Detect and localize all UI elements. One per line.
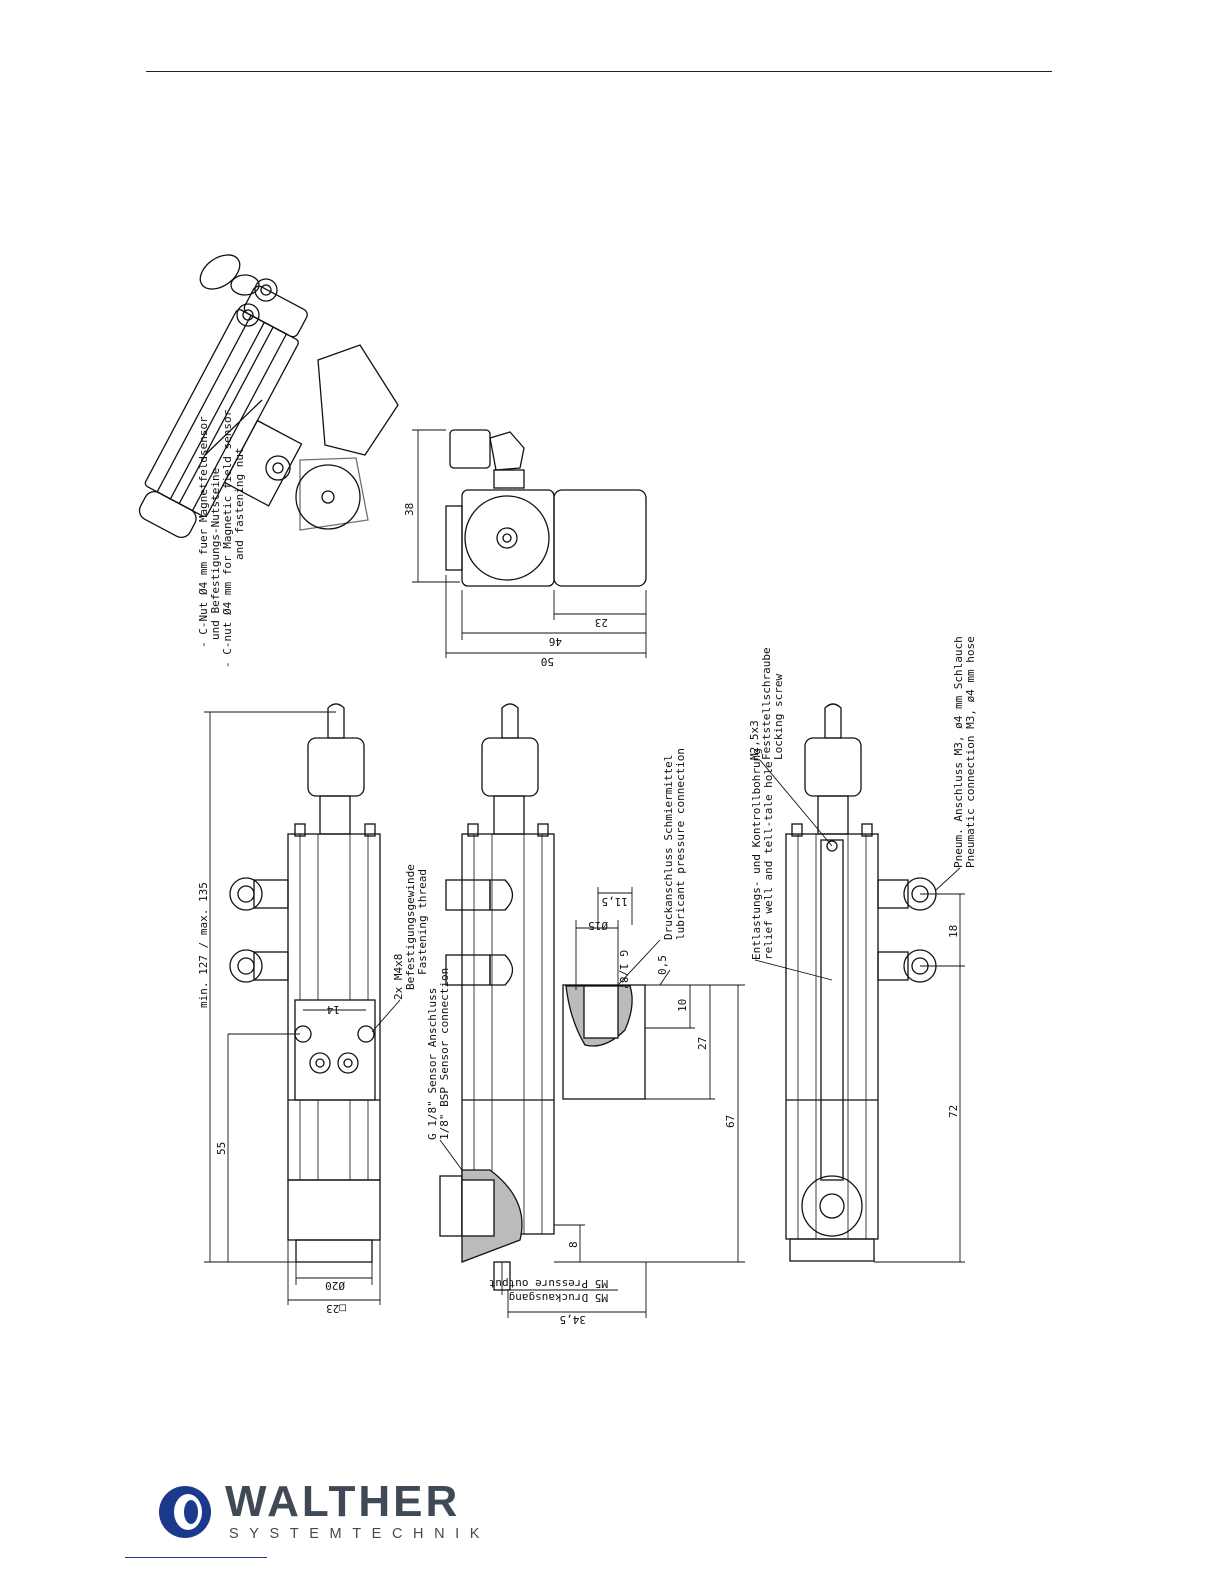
header-rule: [146, 71, 1052, 72]
dim-38: 38: [403, 503, 416, 516]
dim-d20: Ø20: [325, 1279, 345, 1292]
dim-72: 72: [947, 1105, 960, 1118]
label-lock-2: Feststellschraube: [760, 647, 773, 760]
dim-34-5: 34,5: [560, 1313, 587, 1326]
footer-link-rule: [125, 1557, 267, 1558]
right-view: [754, 703, 965, 1263]
isometric-view: [138, 254, 399, 539]
label-lube-1: Druckanschluss Schmiermittel: [662, 755, 675, 940]
label-relief-2: relief well and tell-tale hole: [762, 761, 775, 960]
label-lube-2: lubricant pressure connection: [674, 748, 687, 940]
left-view: [204, 703, 401, 1305]
logo-swirl-icon: [159, 1486, 211, 1538]
middle-view: [439, 703, 745, 1318]
label-m4-3: Fastening thread: [416, 869, 429, 975]
dim-55: 55: [215, 1142, 228, 1155]
dim-27: 27: [696, 1037, 709, 1050]
label-cnut-en1: - C-nut Ø4 mm for Magnetic field sensor: [221, 409, 234, 668]
label-cnut-de2: und Befestigungs-Nutsteine: [209, 468, 222, 640]
label-m5-1: M5 Druckausgang: [509, 1291, 608, 1304]
label-pneu-2: Pneumatic connection M3, ø4 mm hose: [964, 636, 977, 868]
dim-23: 23: [595, 616, 608, 629]
label-relief-1: Entlastungs- und Kontrollbohrung: [750, 748, 763, 960]
end-view: [412, 429, 647, 658]
label-cnut-de1: - C-Nut Ø4 mm fuer Magnetfeldsensor: [197, 416, 210, 648]
dim-sq23: □23: [326, 1302, 346, 1315]
label-m4-1: 2x M4x8: [392, 954, 405, 1000]
dim-46: 46: [549, 635, 562, 648]
dim-8: 8: [567, 1241, 580, 1248]
label-lock-3: Locking screw: [772, 674, 785, 760]
label-pneu-1: Pneum. Anschluss M3, ø4 mm Schlauch: [952, 636, 965, 868]
dim-50: 50: [541, 655, 554, 668]
dim-10: 10: [676, 999, 689, 1012]
walther-logo: WALTHER SYSTEMTECHNIK: [155, 1477, 479, 1544]
dim-0-5: 0,5: [656, 955, 669, 975]
dim-11-5: 11,5: [602, 895, 629, 908]
label-sensor-1: G 1/8" Sensor Anschluss: [426, 988, 439, 1140]
dim-67: 67: [724, 1115, 737, 1128]
label-lock-1: M2,5x3: [748, 720, 761, 760]
logo-subtitle: SYSTEMTECHNIK: [229, 1526, 491, 1542]
label-cnut-en2: and fastening nut: [233, 447, 246, 560]
label-sensor-2: 1/8" BSP Sensor connection: [438, 968, 451, 1140]
label-m5-2: M5 Pressure output: [489, 1277, 608, 1290]
dim-length: min. 127 / max. 135: [197, 882, 210, 1008]
dim-g18: G 1/8": [617, 950, 630, 990]
dim-18: 18: [947, 925, 960, 938]
logo-wordmark: WALTHER: [225, 1477, 461, 1526]
dim-14: 14: [326, 1003, 340, 1016]
label-m4-2: Befestigungsgewinde: [404, 864, 417, 990]
dim-d15: Ø15: [588, 919, 608, 932]
